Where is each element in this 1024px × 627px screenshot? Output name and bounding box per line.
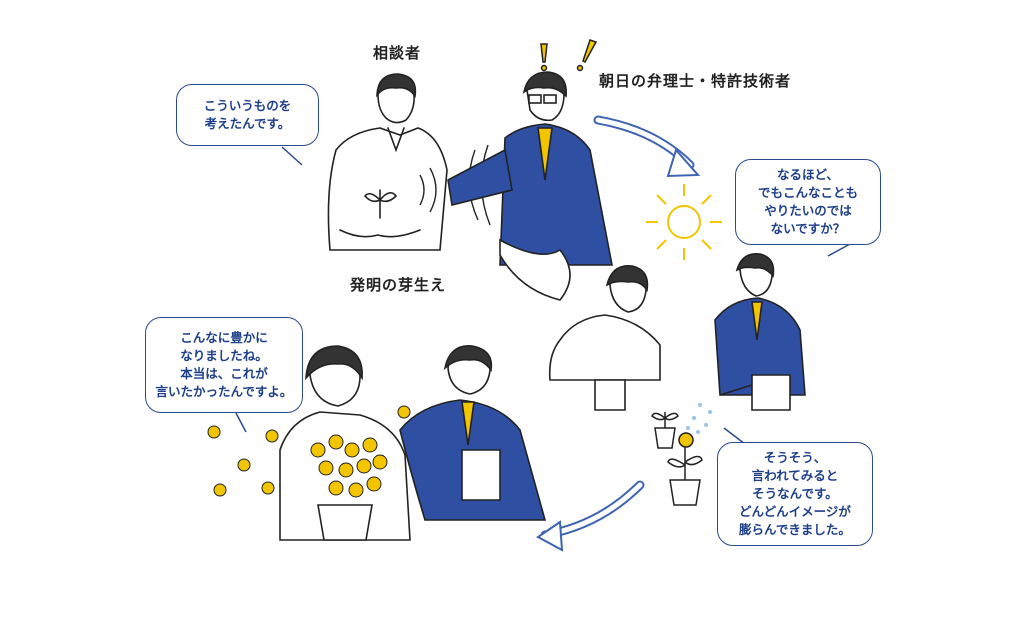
speech-bubble-1: こういうものを 考えたんです。	[176, 84, 319, 146]
plant-pots	[651, 412, 703, 506]
client-label: 相談者	[373, 44, 422, 62]
bubble-2-line: なるほど、	[777, 167, 839, 182]
speech-bubble-2: なるほど、 でもこんなことも やりたいのでは ないですか？	[735, 159, 881, 245]
attorney-figure	[447, 71, 613, 301]
bubble-2-line: ないですか？	[770, 221, 846, 236]
bubble-2-line: やりたいのでは	[764, 203, 852, 218]
bubble-1-line: こういうものを	[203, 98, 292, 113]
water-drops	[686, 403, 712, 434]
exclamation-icon	[540, 39, 598, 72]
cycle-arrow-top	[593, 115, 701, 178]
bubble-4-line: 言いたかったんですよ。	[155, 384, 293, 399]
invention-sprout-label: 発明の芽生え	[350, 276, 447, 294]
bubble-3-line: そうなんです。	[752, 486, 838, 501]
bubble-4-line: なりましたね。	[180, 348, 268, 363]
bubble-tails	[235, 146, 851, 445]
speech-bubble-4: こんなに豊かに なりましたね。 本当は、これが 言いたかったんですよ。	[145, 317, 303, 413]
bubble-3-line: 膨らんできました。	[739, 522, 851, 537]
client-figure	[327, 73, 448, 251]
sun-icon	[646, 184, 722, 260]
bubble-1-line: 考えたんです。	[204, 116, 291, 131]
speech-bubble-3: そうそう、 言われてみると そうなんです。 どんどんイメージが 膨らんできました…	[717, 442, 873, 546]
attorney-figure-2	[714, 253, 806, 411]
client-figure-2	[548, 265, 661, 411]
cycle-arrow-bottom	[536, 480, 645, 552]
attorney-figure-3	[399, 345, 547, 521]
bubble-3-line: どんどんイメージが	[739, 504, 851, 519]
bubble-3-line: 言われてみると	[751, 468, 839, 483]
attorney-label: 朝日の弁理士・特許技術者	[599, 72, 792, 90]
flowers-bouquet	[207, 405, 411, 498]
bubble-2-line: でもこんなことも	[757, 185, 858, 200]
bubble-4-line: 本当は、これが	[180, 366, 268, 381]
bubble-4-line: こんなに豊かに	[180, 330, 268, 345]
bubble-3-line: そうそう、	[763, 450, 827, 465]
